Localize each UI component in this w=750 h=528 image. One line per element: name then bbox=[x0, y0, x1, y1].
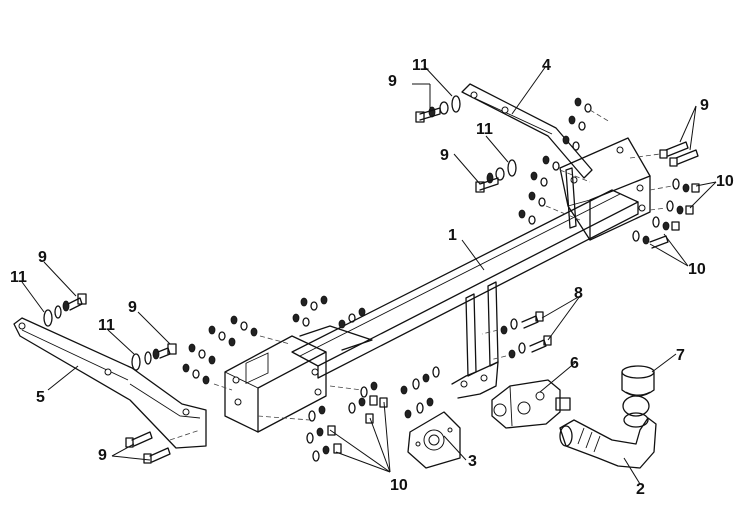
center-nut-stack bbox=[292, 295, 366, 329]
socket-plate bbox=[407, 411, 461, 469]
label-bolt: 9 bbox=[38, 249, 47, 266]
left-bracket bbox=[13, 317, 207, 449]
tow-ball bbox=[559, 395, 657, 469]
electrical-socket bbox=[491, 379, 571, 429]
label-tow-ball: 2 bbox=[636, 481, 645, 498]
label-washer: 11 bbox=[476, 121, 493, 138]
leader-lines bbox=[21, 65, 717, 485]
label-left-bracket: 5 bbox=[36, 389, 45, 406]
label-main-beam: 1 bbox=[448, 227, 457, 244]
right-nut-stack bbox=[518, 97, 592, 225]
label-right-bracket: 4 bbox=[542, 57, 551, 74]
left-nut-stack bbox=[182, 315, 258, 385]
main-beam bbox=[224, 137, 651, 433]
label-nut-washer-set: 10 bbox=[390, 477, 408, 494]
label-bolt-set: 8 bbox=[574, 285, 583, 302]
label-bolt: 9 bbox=[98, 447, 107, 464]
label-socket-plate: 3 bbox=[468, 453, 477, 470]
right-bracket bbox=[461, 83, 593, 179]
fasteners bbox=[43, 95, 700, 464]
ball-cover bbox=[621, 365, 655, 397]
label-electrical-socket: 6 bbox=[570, 355, 579, 372]
label-washer: 11 bbox=[412, 57, 429, 74]
label-nut-washer-set: 10 bbox=[688, 261, 706, 278]
label-nut-washer-set: 10 bbox=[716, 173, 734, 190]
label-bolt: 9 bbox=[388, 73, 397, 90]
label-washer: 11 bbox=[10, 269, 27, 286]
label-ball-cover: 7 bbox=[676, 347, 685, 364]
label-bolt: 9 bbox=[440, 147, 449, 164]
part-labels: 1 4 9 11 11 9 9 10 10 9 11 5 9 11 9 10 8… bbox=[10, 57, 734, 498]
label-bolt: 9 bbox=[700, 97, 709, 114]
label-washer: 11 bbox=[98, 317, 115, 334]
label-bolt: 9 bbox=[128, 299, 137, 316]
